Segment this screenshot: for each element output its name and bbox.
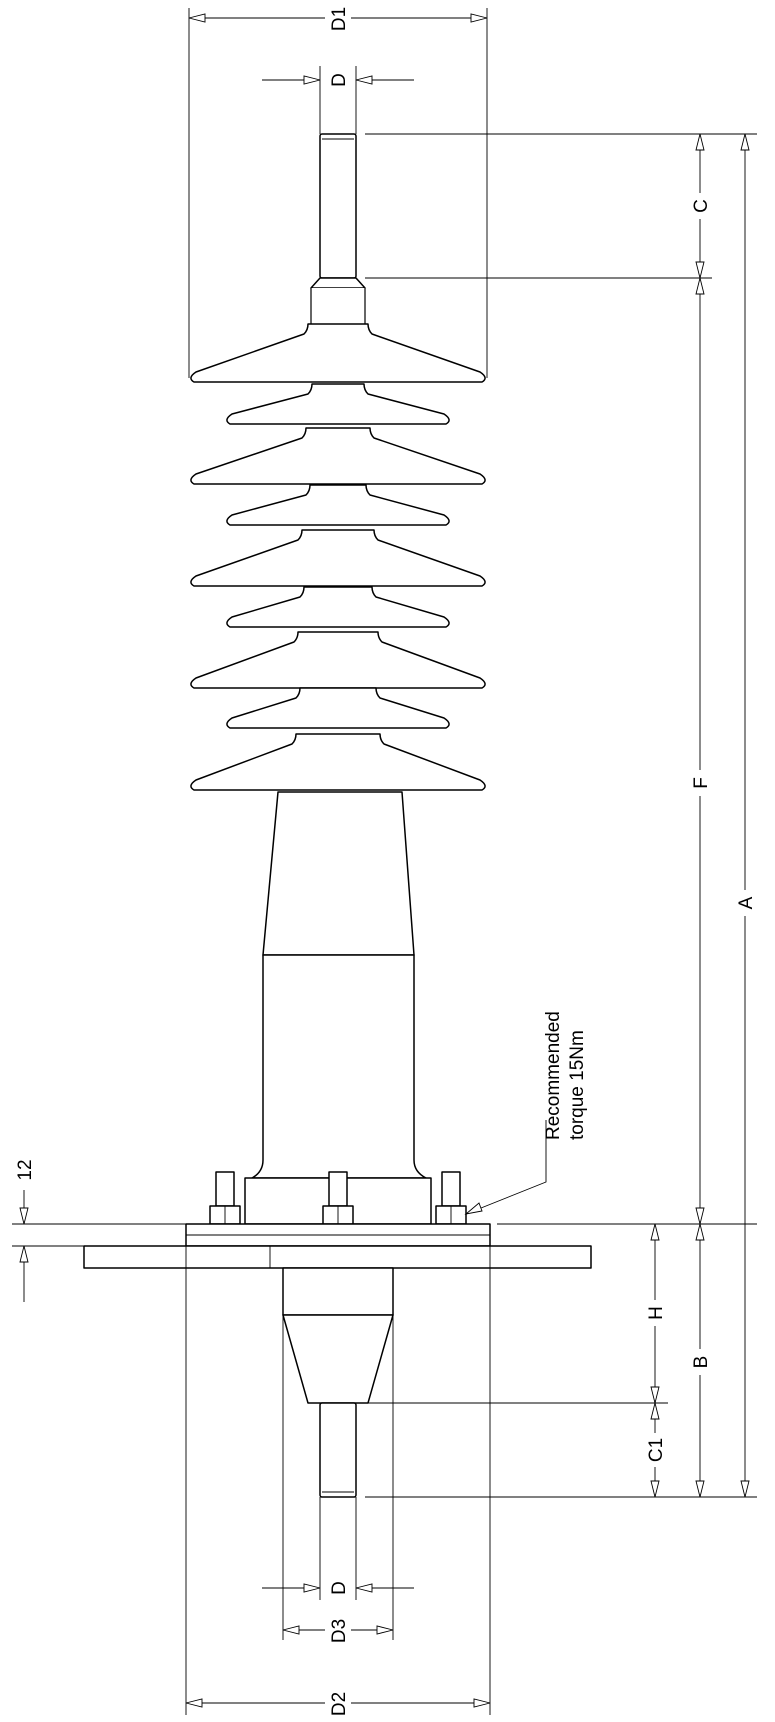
dim-label-a: A — [736, 896, 757, 909]
arrow-c1-top — [650, 1402, 660, 1420]
arrow-d2-left — [185, 1698, 203, 1708]
dim-label-d-bottom: D — [329, 1581, 350, 1595]
dim-label-d3: D3 — [329, 1619, 350, 1643]
arrow-d1-right — [470, 13, 488, 23]
extension-lines — [12, 8, 757, 1715]
dim-label-d-top: D — [329, 73, 350, 87]
shed-large-3 — [190, 427, 486, 485]
dim-label-c: C — [691, 199, 712, 213]
shed-small-8 — [226, 687, 450, 729]
dimension-arrows — [19, 13, 750, 1708]
arrow-12-bottom — [19, 1245, 29, 1263]
arrow-b-top — [695, 1223, 705, 1241]
bottom-terminal-stud — [319, 1402, 357, 1498]
dim-label-h: H — [646, 1306, 667, 1320]
insulator-sheds — [190, 323, 486, 791]
arrow-d-bottom-left — [303, 1583, 321, 1593]
arrow-c-top — [695, 133, 705, 151]
arrow-c1-bottom — [650, 1480, 660, 1498]
top-terminal-stud — [319, 133, 357, 279]
arrow-d1-left — [188, 13, 206, 23]
bolt-center — [322, 1171, 354, 1225]
arrow-d3-left — [282, 1625, 300, 1635]
top-terminal-collar — [310, 277, 366, 289]
arrow-b-bottom — [695, 1480, 705, 1498]
arrow-f-top — [695, 277, 705, 295]
lower-cone — [282, 1314, 394, 1404]
shed-large-9 — [190, 733, 486, 791]
arrow-f-bottom — [695, 1207, 705, 1225]
cylindrical-body — [251, 954, 427, 1179]
tapered-body — [262, 791, 415, 956]
dim-label-12: 12 — [15, 1159, 36, 1180]
bolt-right — [435, 1171, 467, 1225]
torque-note-line2: torque 15Nm — [567, 1030, 588, 1140]
shed-small-2 — [226, 383, 450, 425]
arrow-d-top-right — [355, 75, 373, 85]
shed-large-7 — [190, 631, 486, 689]
bushing-body — [83, 133, 592, 1498]
arrow-d-bottom-right — [355, 1583, 373, 1593]
dimension-labels: D1 D C F A 12 H B C1 D D3 D2 — [15, 2, 759, 1722]
dim-label-b: B — [691, 1356, 712, 1369]
torque-note-line1: Recommended — [543, 1011, 564, 1140]
dim-label-d2: D2 — [329, 1692, 350, 1716]
torque-note: Recommended torque 15Nm — [464, 1011, 588, 1215]
mounting-plate — [83, 1245, 592, 1269]
arrow-h-top — [650, 1223, 660, 1241]
arrow-12-top — [19, 1207, 29, 1225]
shed-small-6 — [226, 586, 450, 628]
lower-cylinder — [282, 1267, 394, 1316]
arrow-a-bottom — [740, 1480, 750, 1498]
arrow-d3-right — [376, 1625, 394, 1635]
arrow-h-bottom — [650, 1386, 660, 1404]
arrow-a-top — [740, 133, 750, 151]
arrow-c-bottom — [695, 261, 705, 279]
bolt-left — [209, 1171, 241, 1225]
arrow-d-top-left — [303, 75, 321, 85]
dim-label-f: F — [691, 777, 712, 789]
dim-label-d1: D1 — [329, 7, 350, 31]
shed-large-1 — [190, 323, 486, 383]
shed-large-5 — [190, 529, 486, 587]
dim-label-c1: C1 — [646, 1438, 667, 1462]
arrow-d2-right — [473, 1698, 491, 1708]
shed-small-4 — [226, 484, 450, 526]
